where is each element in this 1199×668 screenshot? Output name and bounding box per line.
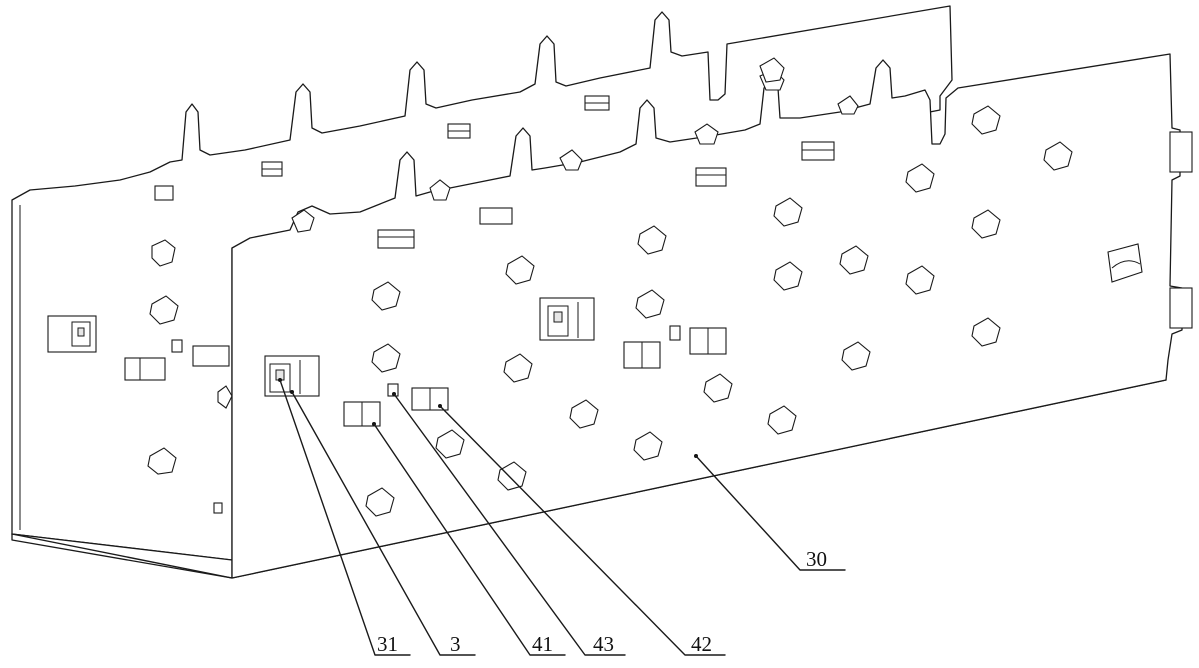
label-43: 43	[593, 632, 614, 656]
label-3: 3	[450, 632, 461, 656]
label-30: 30	[806, 547, 827, 571]
reference-labels: 30 31 3 41 43 42	[377, 547, 827, 656]
label-42: 42	[691, 632, 712, 656]
label-41: 41	[532, 632, 553, 656]
leader-lines	[278, 378, 846, 656]
front-wall	[231, 53, 1193, 579]
label-31: 31	[377, 632, 398, 656]
